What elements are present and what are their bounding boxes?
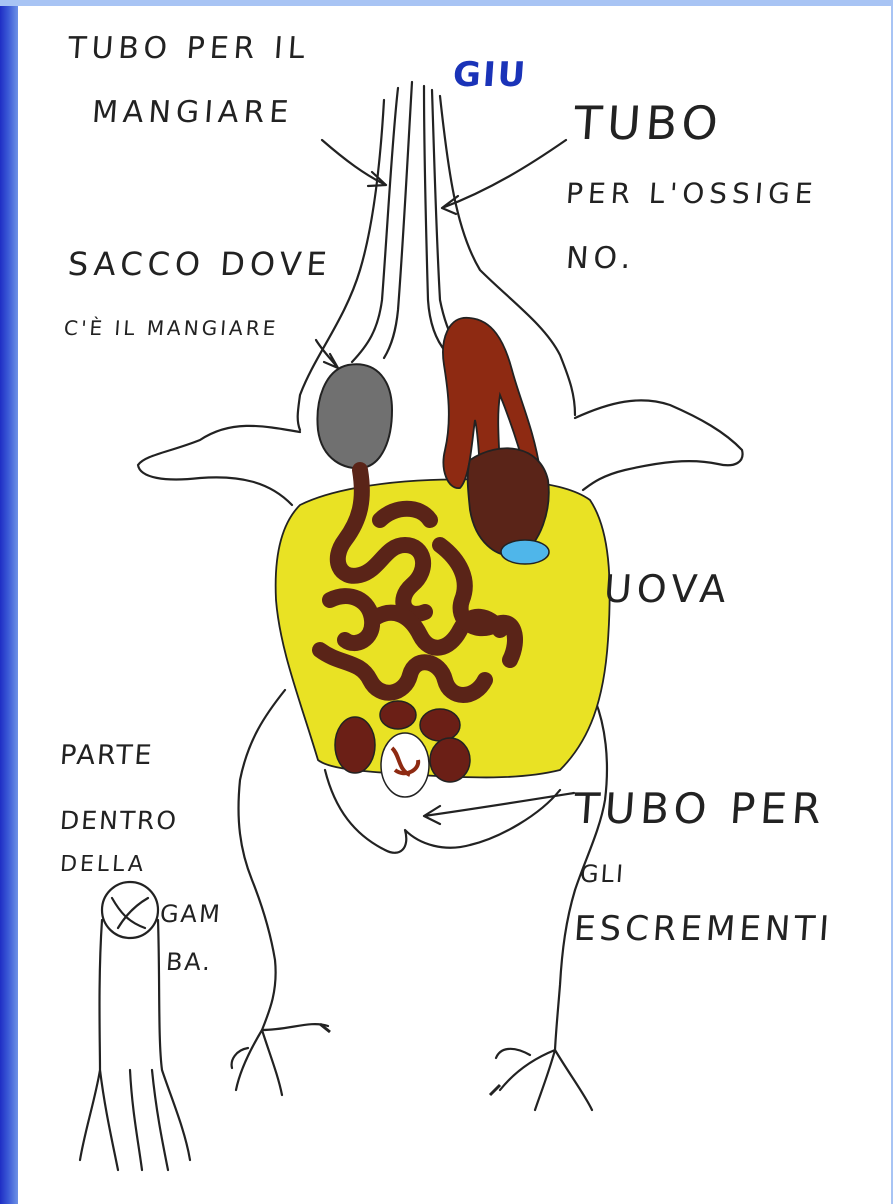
label-stomach-line1: SACCO DOVE <box>67 248 333 280</box>
label-leg-line2: DENTRO <box>59 808 179 833</box>
label-oxygen-tube-line2: PER L'OSSIGE <box>565 180 818 208</box>
label-leg-line1: PARTE <box>59 742 154 769</box>
label-oxygen-tube-line1: TUBO <box>572 100 724 146</box>
front-right-leg <box>575 400 743 490</box>
arrow-excrement-tube <box>424 793 574 824</box>
tail-base <box>325 770 560 853</box>
leg-section-bone <box>112 898 148 928</box>
label-excrement-tube-line1: TUBO PER <box>573 788 828 830</box>
label-leg-line5: BA. <box>165 950 213 974</box>
label-stomach-line2: C'È IL MANGIARE <box>63 318 279 338</box>
front-left-leg <box>138 426 300 505</box>
label-oxygen-tube-line3: NO. <box>565 244 636 274</box>
label-eggs: UOVA <box>603 570 732 608</box>
label-leg-line3: DELLA <box>59 854 146 876</box>
lower-body-left <box>239 690 286 1030</box>
arrow-oxygen-tube <box>442 140 566 214</box>
stomach-sac <box>317 364 392 468</box>
claw-marks <box>320 1024 500 1095</box>
label-excrement-tube-line2: GLI <box>579 862 626 886</box>
label-giu: GIU <box>452 58 529 92</box>
label-food-tube-line1: TUBO PER IL <box>67 34 311 64</box>
food-tube-outline <box>352 88 398 362</box>
arrow-food-tube <box>322 140 386 186</box>
label-food-tube-line2: MANGIARE <box>91 98 294 128</box>
back-right-foot <box>496 1049 592 1110</box>
leg-section-circle <box>102 882 158 938</box>
label-excrement-tube-line3: ESCREMENTI <box>573 912 834 946</box>
bladder <box>501 540 549 564</box>
label-leg-line4: GAM <box>159 902 222 926</box>
back-left-foot <box>232 1024 328 1095</box>
